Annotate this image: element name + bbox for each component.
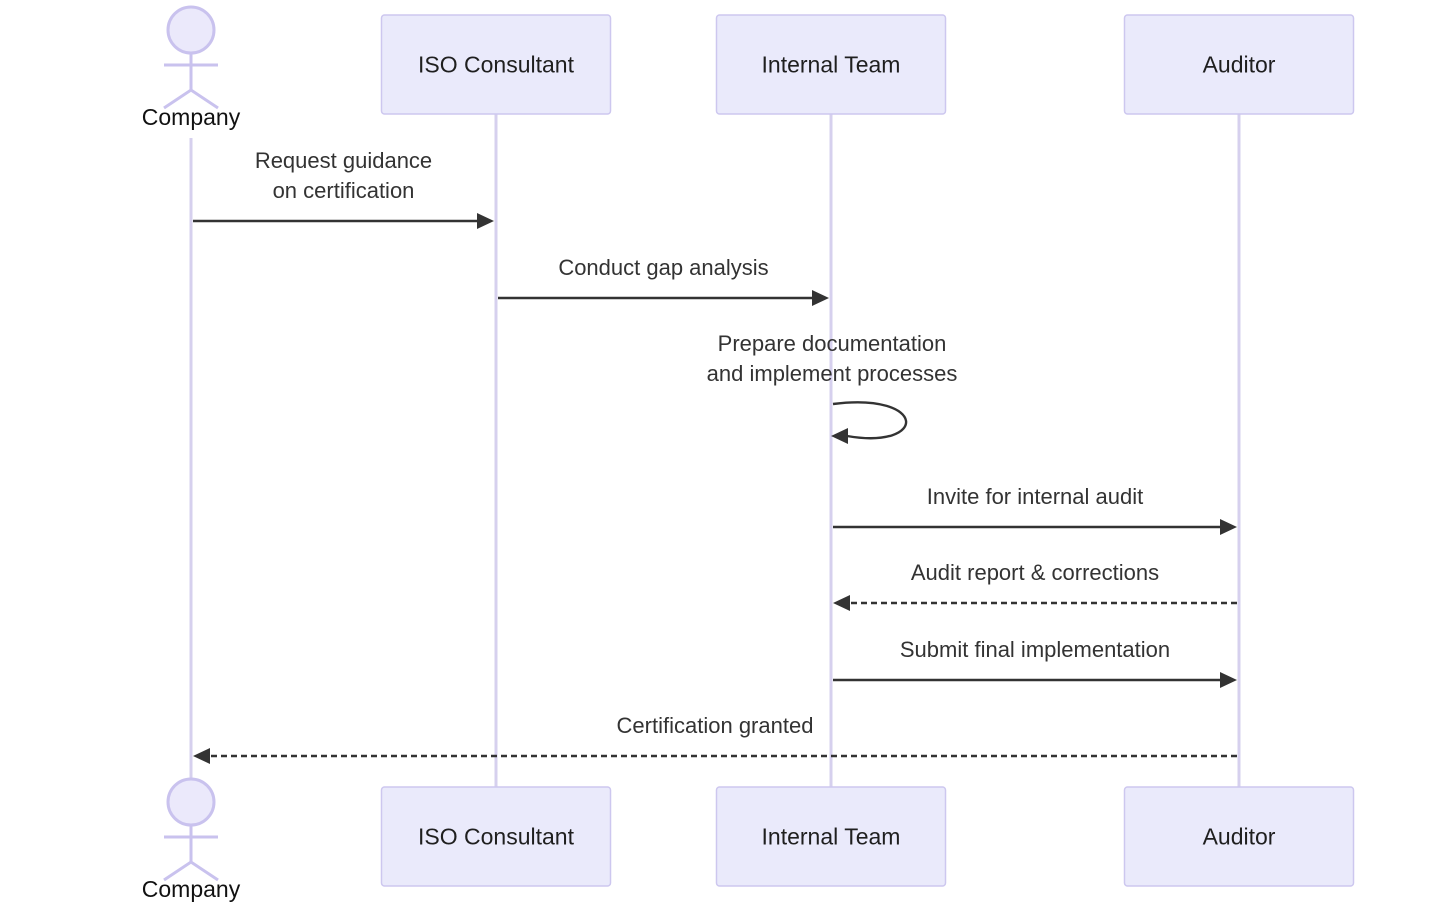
arrowhead: [1220, 519, 1237, 535]
arrowhead: [831, 428, 848, 444]
message-3: Prepare documentation and implement proce…: [707, 331, 958, 444]
participant-label-auditor: Auditor: [1203, 52, 1276, 78]
lifelines: [189, 114, 1241, 787]
message-6: Submit final implementation: [833, 637, 1237, 688]
message-label: on certification: [273, 178, 415, 203]
message-label: Invite for internal audit: [927, 484, 1143, 509]
message-2: Conduct gap analysis: [498, 255, 829, 306]
actor-legs: [163, 88, 219, 110]
participants-bottom: Company ISO Consultant Internal Team Audito…: [142, 777, 1355, 902]
participant-box: [380, 786, 612, 887]
message-label: Request guidance: [255, 148, 432, 173]
participant-consultant-top: ISO Consultant: [380, 14, 612, 115]
participant-team-top: Internal Team: [715, 14, 947, 115]
participant-auditor-bottom: Auditor: [1123, 786, 1355, 887]
actor-head: [166, 5, 216, 55]
actor-company-top: Company: [142, 5, 241, 130]
participant-label-team: Internal Team: [762, 52, 901, 78]
message-4: Invite for internal audit: [833, 484, 1237, 535]
participant-box: [715, 786, 947, 887]
arrowhead: [833, 595, 850, 611]
arrowhead: [193, 748, 210, 764]
participant-label-company: Company: [142, 876, 241, 902]
participant-auditor-top: Auditor: [1123, 14, 1355, 115]
participant-box: [715, 14, 947, 115]
participant-box: [1123, 786, 1355, 887]
participant-team-bottom: Internal Team: [715, 786, 947, 887]
message-label: Certification granted: [617, 713, 814, 738]
participant-box: [380, 14, 612, 115]
message-line: [832, 401, 908, 440]
participant-box: [1123, 14, 1355, 115]
participant-label-auditor: Auditor: [1203, 824, 1276, 850]
message-label: Prepare documentation: [718, 331, 947, 356]
arrowhead: [1220, 672, 1237, 688]
message-label: Submit final implementation: [900, 637, 1170, 662]
message-1: Request guidance on certification: [193, 148, 494, 229]
message-label: and implement processes: [707, 361, 958, 386]
participant-label-consultant: ISO Consultant: [418, 52, 575, 78]
message-7: Certification granted: [193, 713, 1237, 764]
participants-top: Company ISO Consultant Internal Team Audito…: [142, 5, 1355, 130]
participant-label-team: Internal Team: [762, 824, 901, 850]
participant-consultant-bottom: ISO Consultant: [380, 786, 612, 887]
message-label: Audit report & corrections: [911, 560, 1159, 585]
arrowhead: [812, 290, 829, 306]
actor-company-bottom: Company: [142, 777, 241, 902]
message-5: Audit report & corrections: [833, 560, 1237, 611]
participant-label-company: Company: [142, 104, 241, 130]
actor-head: [166, 777, 216, 827]
actor-legs: [163, 860, 219, 882]
messages: Request guidance on certificationConduct …: [193, 148, 1237, 764]
participant-label-consultant: ISO Consultant: [418, 824, 575, 850]
message-label: Conduct gap analysis: [558, 255, 768, 280]
arrowhead: [477, 213, 494, 229]
